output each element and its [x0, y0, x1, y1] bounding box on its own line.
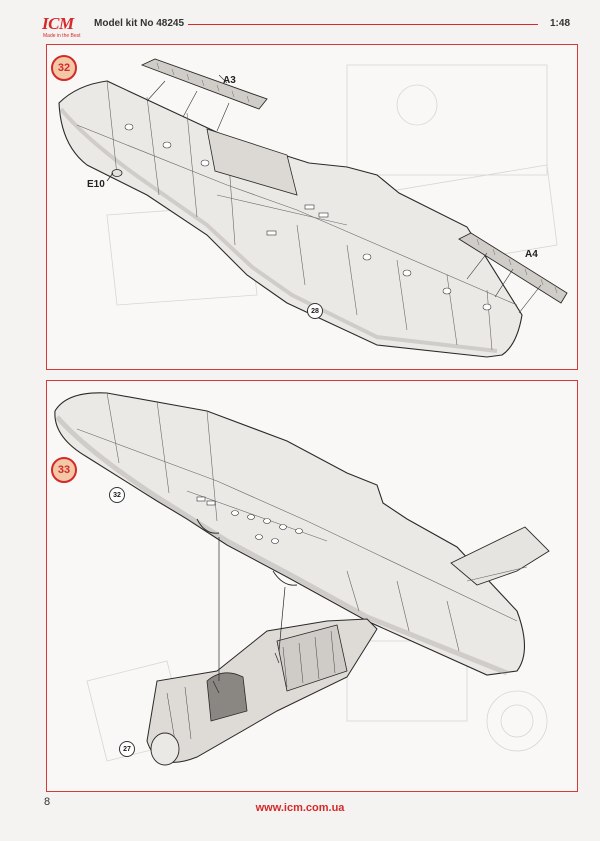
step-33-panel: 33 32 27 [46, 380, 578, 792]
step-33-aircraft-illustration [54, 392, 550, 766]
website-link[interactable]: www.icm.com.ua [255, 802, 345, 814]
header-divider [188, 24, 538, 25]
part-label-e10: E10 [87, 179, 105, 190]
step-reference-badge: 27 [119, 741, 135, 757]
logo-tagline: Made in the Best [43, 33, 81, 39]
step-number-badge: 33 [51, 457, 77, 483]
part-label-a3: A3 [223, 75, 236, 86]
step-32-panel: 32 A3 E10 A4 28 [46, 44, 578, 370]
page-number: 8 [44, 796, 51, 808]
kit-scale: 1:48 [549, 18, 570, 29]
logo-mark: ICM [42, 14, 74, 33]
step-number-badge: 32 [51, 55, 77, 81]
step-32-wing-illustration [58, 58, 568, 358]
page-header: ICM Made in the Best Model kit No 48245 … [40, 14, 570, 44]
step-reference-badge: 28 [307, 303, 323, 319]
step-reference-badge: 32 [109, 487, 125, 503]
model-kit-number: Model kit No 48245 [94, 18, 185, 29]
icm-logo: ICM Made in the Best [40, 14, 84, 44]
part-label-a4: A4 [525, 249, 538, 260]
